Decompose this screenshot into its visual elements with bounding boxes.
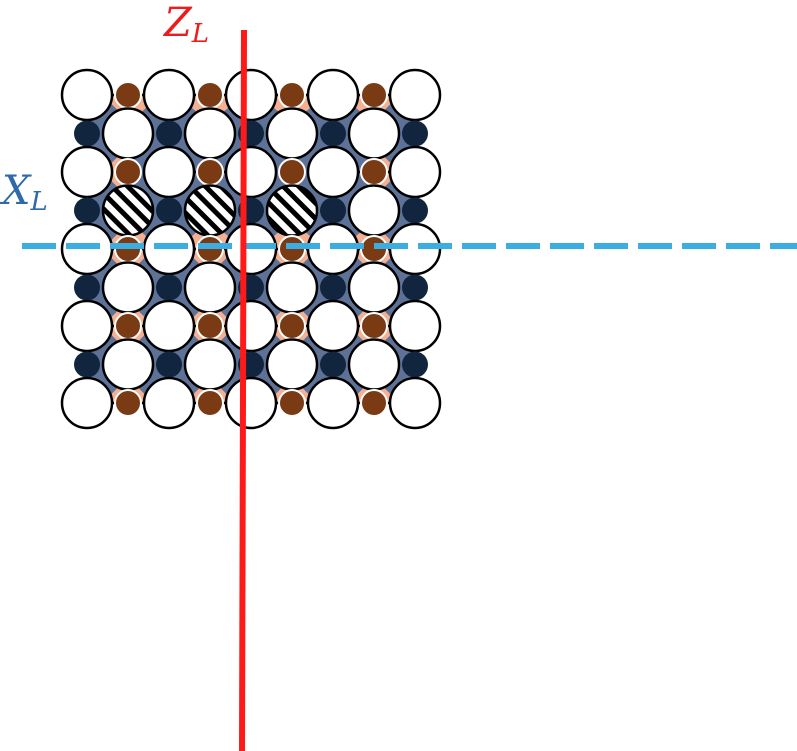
data-qubit [388, 145, 442, 199]
qubits [60, 68, 442, 430]
data-qubit [142, 376, 196, 430]
x-ancilla-qubit [278, 158, 306, 186]
z-ancilla-qubit [402, 351, 428, 378]
x-ancilla-qubit [278, 312, 306, 340]
data-qubit [265, 261, 319, 314]
data-qubit [183, 261, 237, 314]
data-qubit [265, 338, 319, 391]
data-qubit [388, 376, 442, 430]
logical-z-label: ZL [164, 0, 210, 49]
data-qubit [101, 338, 155, 391]
x-ancilla-qubit [196, 158, 224, 186]
z-ancilla-qubit [402, 274, 428, 301]
data-qubit [142, 68, 196, 122]
data-qubit [306, 299, 360, 353]
z-ancilla-qubit [156, 274, 182, 301]
z-ancilla-qubit [74, 197, 100, 224]
x-ancilla-qubit [360, 312, 388, 340]
hatched-qubit [101, 184, 155, 237]
z-ancilla-qubit [402, 120, 428, 147]
data-qubit [306, 68, 360, 122]
data-qubit [347, 338, 401, 391]
data-qubit [183, 338, 237, 391]
data-qubit [347, 107, 401, 160]
logical-x-label: XL [2, 168, 48, 217]
x-ancilla-qubit [114, 312, 142, 340]
x-ancilla-qubit [278, 389, 306, 417]
data-qubit [388, 68, 442, 122]
x-ancilla-qubit [196, 312, 224, 340]
z-ancilla-qubit [74, 120, 100, 147]
data-qubit [142, 299, 196, 353]
z-ancilla-qubit [156, 197, 182, 224]
z-ancilla-qubit [320, 351, 346, 378]
logical-z-line [239, 29, 247, 751]
data-qubit [265, 107, 319, 160]
data-qubit [224, 299, 278, 353]
x-ancilla-qubit [196, 389, 224, 417]
x-ancilla-qubit [360, 81, 388, 109]
data-qubit [347, 184, 401, 237]
x-ancilla-qubit [360, 389, 388, 417]
z-ancilla-qubit [74, 274, 100, 301]
x-ancilla-qubit [278, 81, 306, 109]
data-qubit [101, 107, 155, 160]
data-qubit [224, 145, 278, 199]
data-qubit [60, 145, 114, 199]
x-ancilla-qubit [114, 81, 142, 109]
data-qubit [347, 261, 401, 314]
z-ancilla-qubit [320, 120, 346, 147]
data-qubit [224, 376, 278, 430]
data-qubit [60, 376, 114, 430]
data-qubit [306, 145, 360, 199]
z-ancilla-qubit [320, 197, 346, 224]
hatched-qubit [183, 184, 237, 237]
x-ancilla-qubit [360, 158, 388, 186]
data-qubit [142, 145, 196, 199]
data-qubit [224, 68, 278, 122]
z-ancilla-qubit [74, 351, 100, 378]
data-qubit [183, 107, 237, 160]
x-ancilla-qubit [114, 389, 142, 417]
hatched-qubit [265, 184, 319, 237]
z-ancilla-qubit [402, 197, 428, 224]
x-ancilla-qubit [114, 158, 142, 186]
data-qubit [306, 376, 360, 430]
data-qubit [60, 299, 114, 353]
z-ancilla-qubit [320, 274, 346, 301]
data-qubit [60, 68, 114, 122]
logical-operators [22, 29, 797, 751]
z-ancilla-qubit [156, 351, 182, 378]
x-ancilla-qubit [196, 81, 224, 109]
z-ancilla-qubit [156, 120, 182, 147]
data-qubit [101, 261, 155, 314]
data-qubit [388, 299, 442, 353]
